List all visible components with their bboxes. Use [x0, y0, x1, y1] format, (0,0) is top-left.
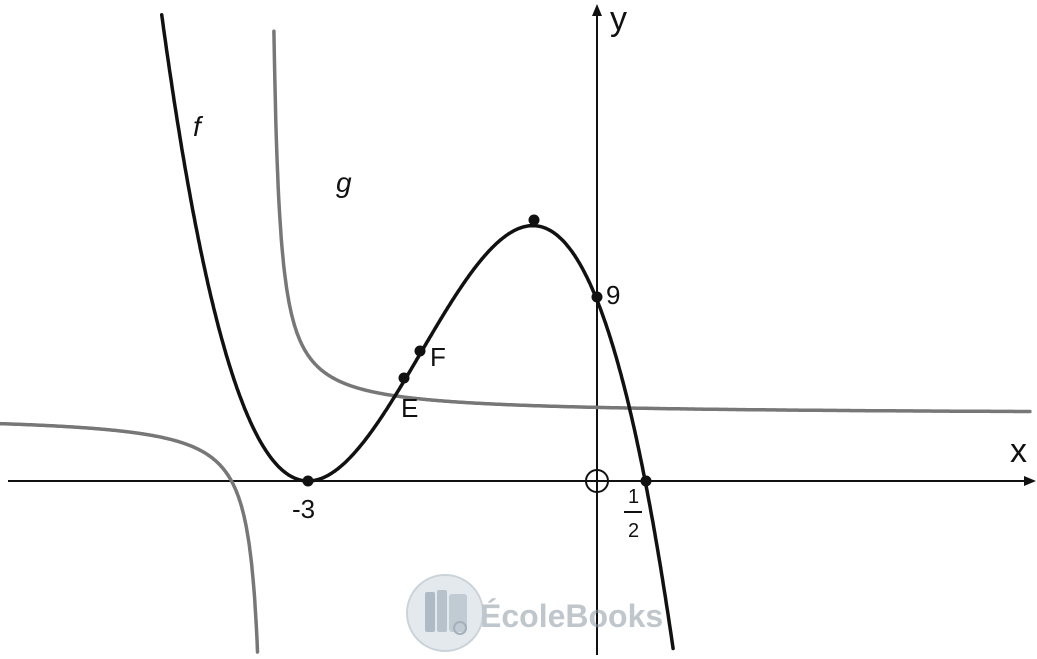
point-F-label: F [430, 342, 446, 372]
curve-f-label: f [193, 111, 204, 142]
y-axis-arrow [592, 4, 602, 16]
point-E-label: E [401, 393, 418, 423]
curve-g-label: g [336, 167, 352, 198]
y-axis-label: y [610, 0, 627, 38]
curve-g-right-branch [272, 29, 1032, 414]
curve-g-left-branch [0, 421, 260, 654]
tick-label-root-right-numerator: 1 [628, 486, 639, 508]
point-F [414, 345, 426, 357]
point-E [398, 372, 410, 384]
x-axis-label: x [1010, 432, 1027, 470]
x-axis-arrow [1024, 476, 1036, 486]
tick-label-y-intercept: 9 [606, 280, 620, 310]
curve-f [159, 13, 675, 651]
tick-label-root-right-denominator: 2 [628, 520, 639, 542]
point-root-right [640, 475, 652, 487]
point-local-max [528, 214, 540, 226]
point-y-intercept [591, 291, 603, 303]
watermark-logo: ÉcoleBooks [406, 574, 663, 652]
point-root-left [302, 475, 314, 487]
origin-marker [585, 469, 609, 493]
tick-label-root-left: -3 [292, 494, 315, 524]
watermark-text: ÉcoleBooks [480, 598, 663, 634]
